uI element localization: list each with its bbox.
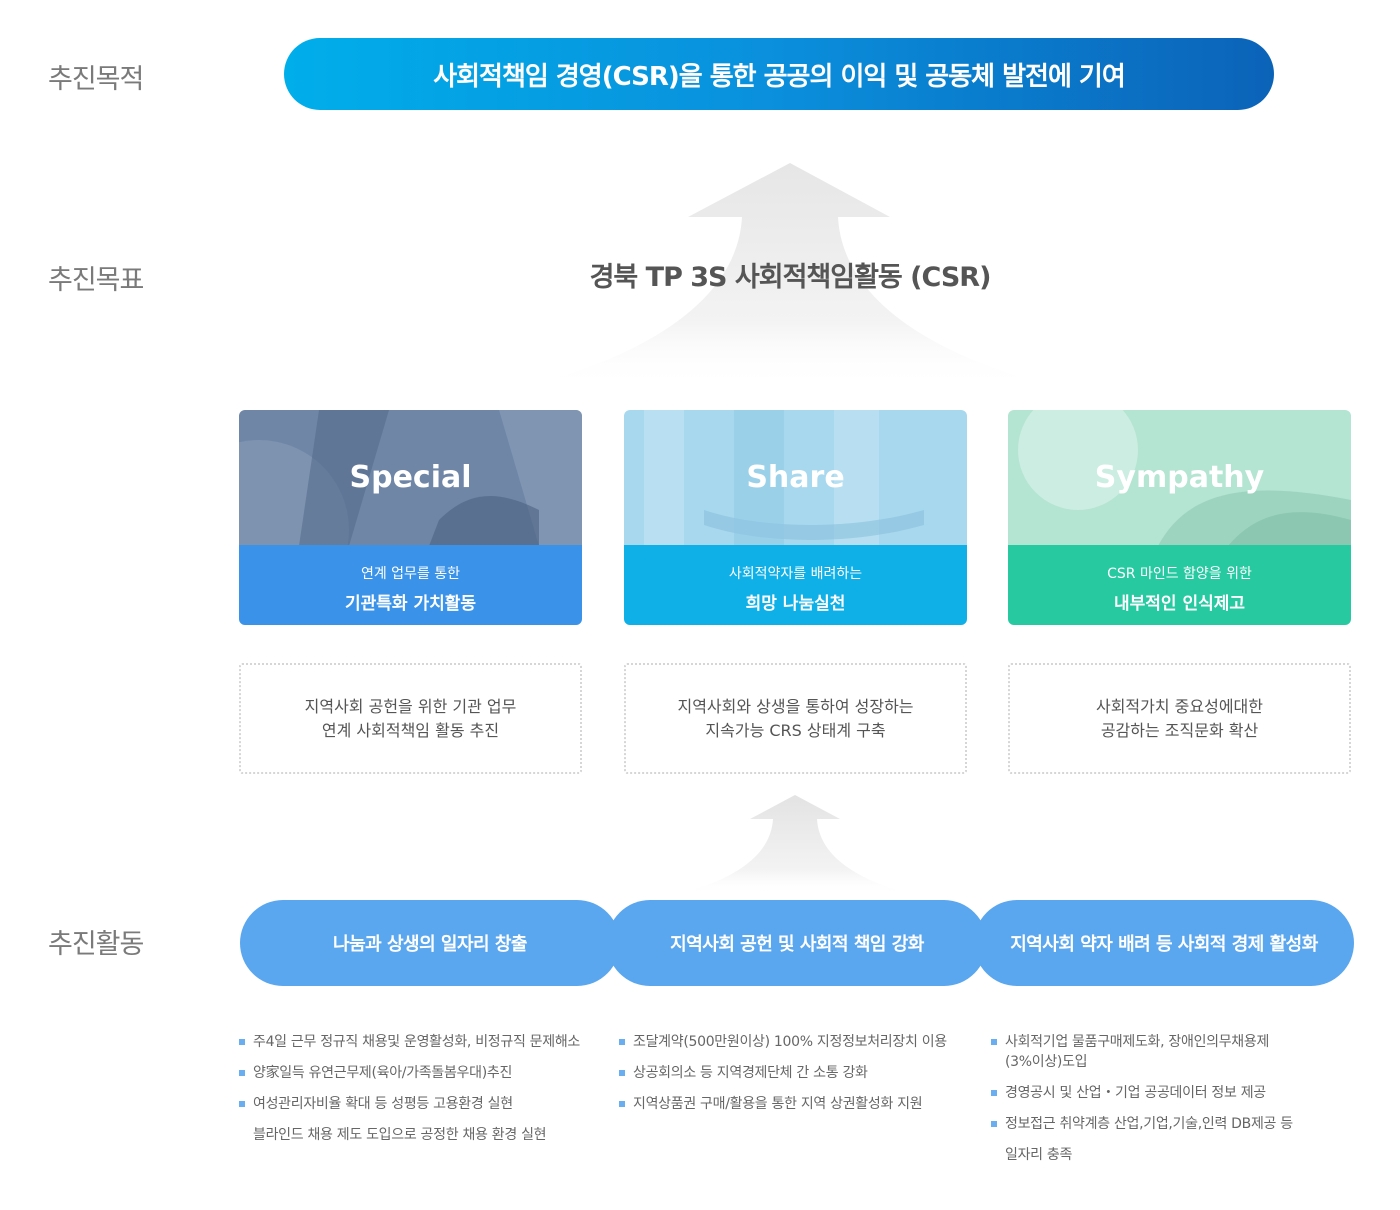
card-band: CSR 마인드 함양을 위한 내부적인 인식제고: [1008, 545, 1351, 625]
bullet-square-icon: [991, 1039, 997, 1045]
handshake-image: [239, 410, 582, 546]
activity-list-community: 조달계약(500만원이상) 100% 지정정보처리장치 이용 상공회의소 등 지…: [619, 1032, 991, 1125]
activity-title: 지역사회 공헌 및 사회적 책임 강화: [670, 934, 924, 955]
list-item: 지역상품권 구매/활용을 통한 지역 상권활성화 지원: [619, 1094, 991, 1114]
label-purpose: 추진목적: [48, 64, 144, 95]
card-band: 사회적약자를 배려하는 희망 나눔실천: [624, 545, 967, 625]
card-heading: 기관특화 가치활동: [344, 594, 477, 614]
card-description: 지역사회와 상생을 통하여 성장하는 지속가능 CRS 상태계 구축: [624, 663, 967, 774]
card-title: Sympathy: [1094, 460, 1265, 495]
description-line: 지속가능 CRS 상태계 구축: [705, 720, 886, 740]
card-subtitle: 사회적약자를 배려하는: [728, 566, 863, 582]
list-item-continuation: (3%이상)도입: [1005, 1054, 1088, 1070]
description-line: 연계 사회적책임 활동 추진: [321, 720, 500, 740]
list-item: 상공회의소 등 지역경제단체 간 소통 강화: [619, 1063, 991, 1083]
purpose-text: 사회적책임 경영(CSR)을 통한 공공의 이익 및 공동체 발전에 기여: [433, 61, 1126, 92]
bullet-square-icon: [991, 1121, 997, 1127]
card-title: Share: [746, 460, 845, 495]
description-line: 공감하는 조직문화 확산: [1100, 720, 1259, 740]
activity-list-social-economy: 사회적기업 물품구매제도화, 장애인의무채용제 (3%이상)도입 경영공시 및 …: [991, 1032, 1363, 1176]
goal-title: 경북 TP 3S 사회적책임활동 (CSR): [589, 262, 992, 293]
card-band: 연계 업무를 통한 기관특화 가치활동: [239, 545, 582, 625]
activity-pill-community: 지역사회 공헌 및 사회적 책임 강화: [607, 900, 987, 986]
holding-hands-image: [1008, 410, 1351, 546]
list-item-continuation: 일자리 충족: [1005, 1147, 1073, 1163]
list-item-continuation: 블라인드 채용 제도 도입으로 공정한 채용 환경 실현: [253, 1127, 547, 1143]
card-description: 지역사회 공헌을 위한 기관 업무 연계 사회적책임 활동 추진: [239, 663, 582, 774]
activity-title: 나눔과 상생의 일자리 창출: [333, 934, 527, 955]
activity-pill-social-economy: 지역사회 약자 배려 등 사회적 경제 활성화: [974, 900, 1354, 986]
card-subtitle: 연계 업무를 통한: [360, 566, 461, 582]
card-title: Special: [349, 460, 472, 495]
list-item: 경영공시 및 산업・기업 공공데이터 정보 제공: [991, 1083, 1363, 1103]
purpose-banner: 사회적책임 경영(CSR)을 통한 공공의 이익 및 공동체 발전에 기여: [284, 38, 1274, 110]
activity-title: 지역사회 약자 배려 등 사회적 경제 활성화: [1010, 934, 1318, 955]
card-special: Special 연계 업무를 통한 기관특화 가치활동: [239, 410, 582, 625]
description-line: 지역사회와 상생을 통하여 성장하는: [677, 696, 914, 716]
card-heading: 희망 나눔실천: [745, 594, 846, 614]
list-item: 정보접근 취약계층 산업,기업,기술,인력 DB제공 등 일자리 충족: [991, 1114, 1363, 1165]
bullet-square-icon: [619, 1039, 625, 1045]
list-item: 여성관리자비율 확대 등 성평등 고용환경 실현 블라인드 채용 제도 도입으로…: [239, 1094, 611, 1145]
activity-list-jobs: 주4일 근무 정규직 채용및 운영활성화, 비정규직 문제해소 양家일득 유연근…: [239, 1032, 611, 1156]
description-line: 지역사회 공헌을 위한 기관 업무: [304, 696, 517, 716]
card-sympathy: Sympathy CSR 마인드 함양을 위한 내부적인 인식제고: [1008, 410, 1351, 625]
activity-pill-jobs: 나눔과 상생의 일자리 창출: [240, 900, 620, 986]
bullet-square-icon: [239, 1039, 245, 1045]
bullet-square-icon: [991, 1090, 997, 1096]
card-share: Share 사회적약자를 배려하는 희망 나눔실천: [624, 410, 967, 625]
up-arrow-large-icon: [520, 163, 1060, 388]
bullet-square-icon: [619, 1070, 625, 1076]
card-heading: 내부적인 인식제고: [1113, 594, 1246, 614]
list-item: 사회적기업 물품구매제도화, 장애인의무채용제 (3%이상)도입: [991, 1032, 1363, 1072]
bullet-square-icon: [239, 1070, 245, 1076]
label-goal: 추진목표: [48, 265, 144, 296]
list-item: 양家일득 유연근무제(육아/가족돌봄우대)추진: [239, 1063, 611, 1083]
list-item: 조달계약(500만원이상) 100% 지정정보처리장치 이용: [619, 1032, 991, 1052]
label-activity: 추진활동: [48, 929, 144, 960]
card-description: 사회적가치 중요성에대한 공감하는 조직문화 확산: [1008, 663, 1351, 774]
description-line: 사회적가치 중요성에대한: [1095, 696, 1263, 716]
hands-together-image: [624, 410, 967, 546]
bullet-square-icon: [239, 1101, 245, 1107]
list-item: 주4일 근무 정규직 채용및 운영활성화, 비정규직 문제해소: [239, 1032, 611, 1052]
card-subtitle: CSR 마인드 함양을 위한: [1107, 566, 1252, 582]
up-arrow-small-icon: [675, 795, 915, 895]
bullet-square-icon: [619, 1101, 625, 1107]
